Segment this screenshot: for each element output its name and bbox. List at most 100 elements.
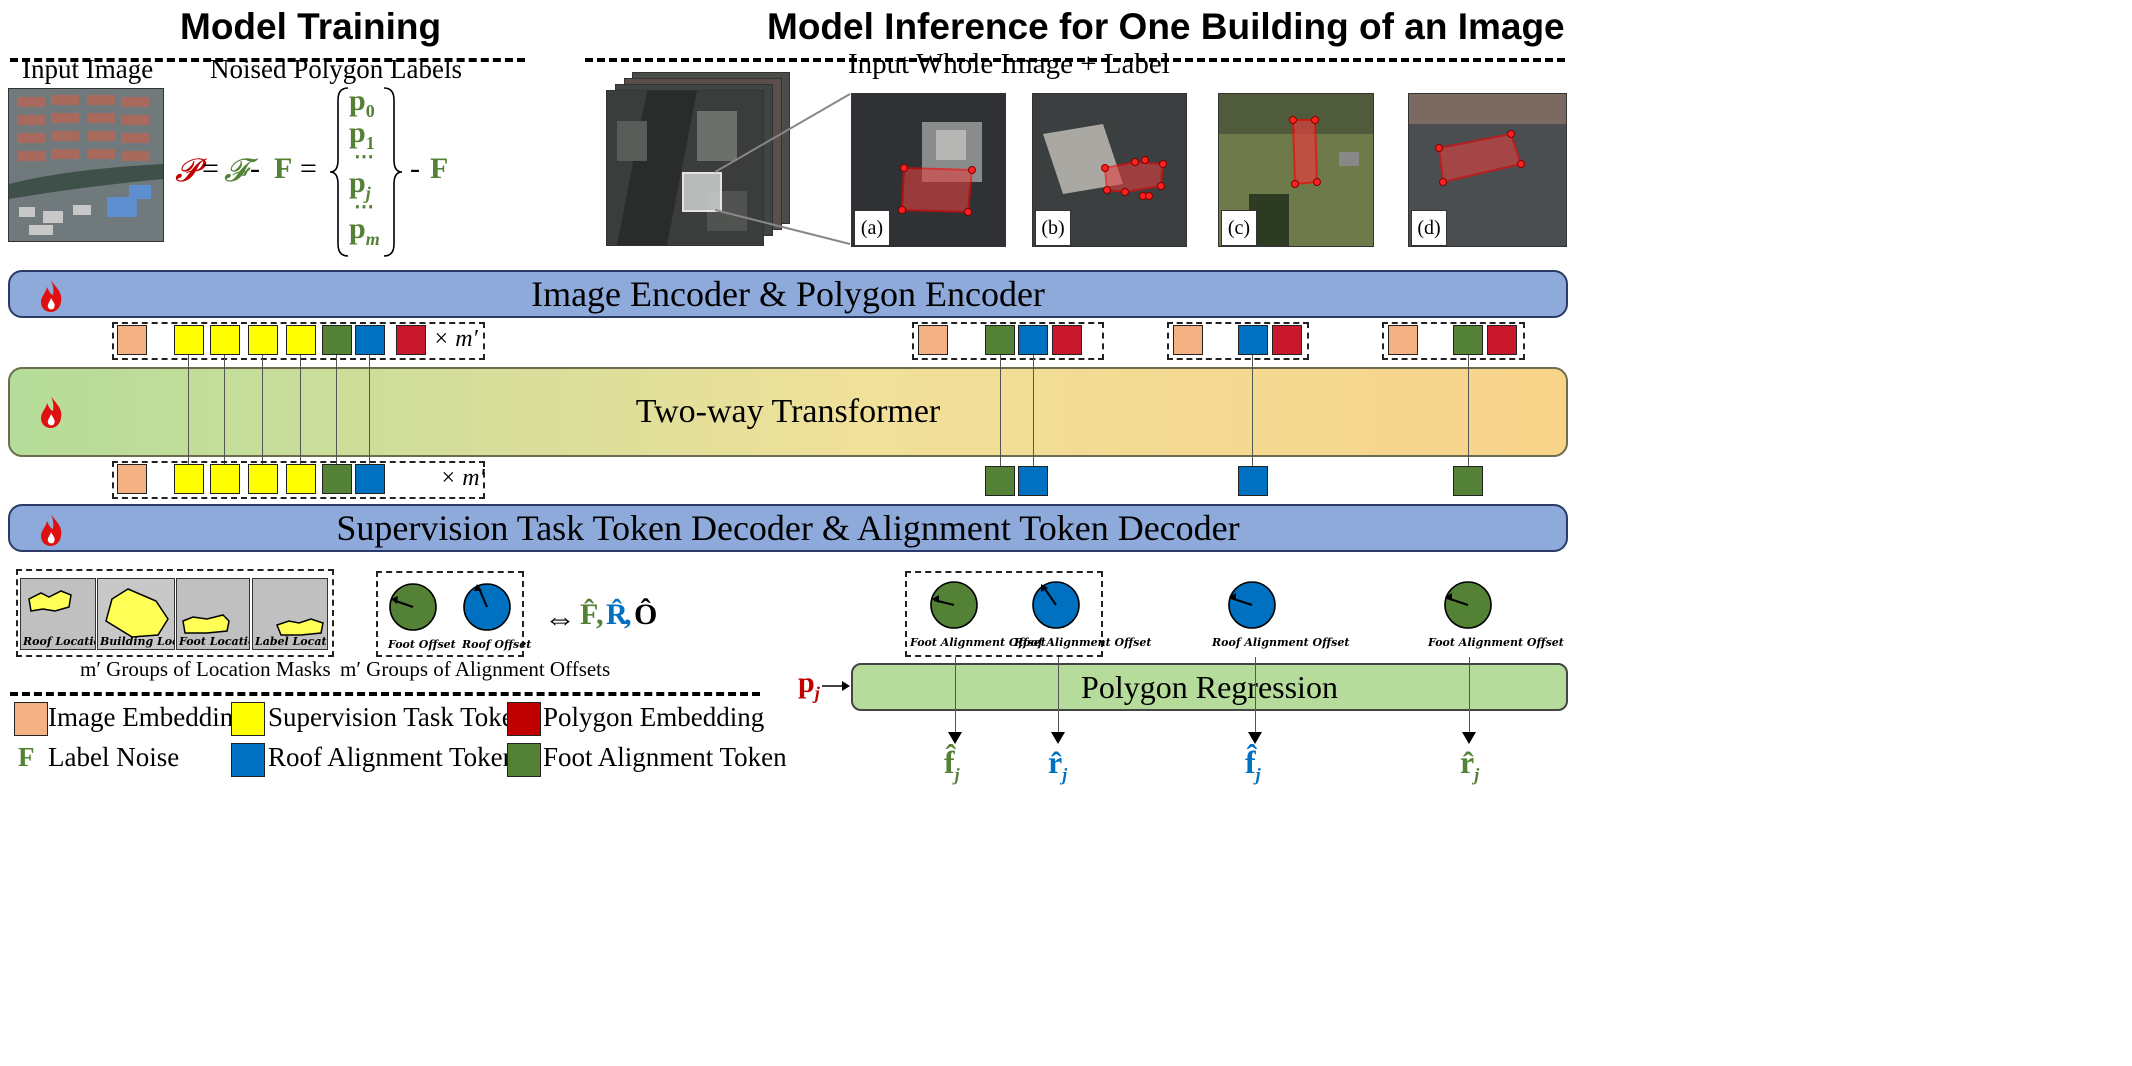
decoder-bar-label: Supervision Task Token Decoder & Alignme… — [336, 508, 1240, 548]
training-heading-divider — [10, 58, 525, 62]
alignment-offsets-group — [376, 571, 524, 657]
offset-connector — [1469, 657, 1470, 737]
token-connector — [300, 355, 301, 465]
inference-token-group-b — [1167, 322, 1309, 360]
offset-connector — [1058, 657, 1059, 737]
foot-alignment-offset-icon — [1444, 581, 1492, 629]
training-aerial-photo — [9, 89, 163, 241]
roof-alignment-offset-icon — [1032, 581, 1080, 629]
panel-c-image: (c) — [1218, 93, 1374, 247]
token-connector — [336, 355, 337, 465]
token-connector — [1000, 355, 1001, 467]
transformer-bar-label: Two-way Transformer — [635, 393, 941, 430]
building-location-shape — [98, 579, 174, 649]
supervision-task-token — [248, 464, 278, 494]
panel-b-image: (b) — [1032, 93, 1187, 247]
token-connector — [369, 355, 370, 465]
times-m-prime-top: × m′ — [433, 326, 478, 352]
inference-input-label: Input Whole Image + Label — [848, 48, 1170, 80]
encoder-bar-label: Image Encoder & Polygon Encoder — [531, 274, 1045, 314]
foot-alignment-offset-label: Foot Alignment Offset — [1428, 636, 1564, 649]
regression-input-arrow — [822, 681, 850, 691]
eq-minus-2: - — [410, 152, 420, 185]
output-f-hat-j: f̂j — [944, 744, 960, 785]
foot-alignment-offset-label: Foot Alignment Offset — [910, 636, 1046, 649]
image-polygon-encoder-bar: Image Encoder & Polygon Encoder — [8, 270, 1568, 318]
foot-alignment-token — [1453, 466, 1483, 496]
roof-alignment-offset-label: Roof Alignment Offset — [1014, 636, 1152, 649]
roof-alignment-token — [1238, 325, 1268, 355]
legend-foot-alignment-label: Foot Alignment Token — [543, 742, 787, 772]
r-hat-symbol: R̂ — [606, 598, 628, 631]
legend-image-embedding-swatch — [14, 702, 48, 736]
panel-a-label: (a) — [854, 210, 890, 246]
eq-F-2: F — [430, 152, 449, 185]
equivalence-symbol: ⇔ — [544, 600, 576, 636]
inference-token-group-a — [912, 322, 1104, 360]
inference-offsets-group — [905, 571, 1103, 657]
supervision-task-token — [210, 464, 240, 494]
legend-label-noise-symbol: F — [18, 742, 35, 772]
legend-polygon-embedding-swatch — [507, 702, 541, 736]
vector-pm: pm — [349, 212, 380, 249]
inference-token-group-c — [1382, 322, 1525, 360]
polygon-regression-bar: Polygon Regression — [851, 663, 1568, 711]
image-embedding-token — [1388, 325, 1418, 355]
panel-d-label: (d) — [1411, 210, 1447, 246]
foot-alignment-token — [322, 464, 352, 494]
foot-alignment-token — [322, 325, 352, 355]
vector-dots-1: ⋯ — [354, 146, 374, 168]
token-connector — [188, 355, 189, 465]
inference-heading-divider — [585, 58, 1565, 62]
label-location-mask: Label Location — [252, 578, 328, 650]
legend-roof-alignment-swatch — [231, 743, 265, 777]
token-connector — [262, 355, 263, 465]
supervision-task-token — [286, 325, 316, 355]
legend-roof-alignment-label: Roof Alignment Token — [268, 742, 517, 772]
supervision-task-token — [286, 464, 316, 494]
image-embedding-token — [1173, 325, 1203, 355]
polygon-embedding-token — [396, 325, 426, 355]
output-arrowhead — [948, 732, 962, 744]
supervision-task-token — [210, 325, 240, 355]
label-location-shape — [253, 579, 327, 649]
inference-aerial-photo — [607, 91, 763, 245]
legend-polygon-embedding-label: Polygon Embedding — [543, 702, 765, 732]
inference-heading: Model Inference for One Building of an I… — [767, 6, 1565, 47]
roof-alignment-offset-icon — [1228, 581, 1276, 629]
offset-connector — [955, 657, 956, 737]
supervision-task-token — [248, 325, 278, 355]
legend-divider — [10, 692, 760, 696]
eq-equals-2: = — [300, 152, 317, 185]
polygon-embedding-token — [1487, 325, 1517, 355]
flame-icon — [41, 514, 62, 546]
token-connector — [1033, 355, 1034, 467]
training-token-group-top — [112, 322, 485, 360]
noised-polygon-labels-label: Noised Polygon Labels — [210, 54, 462, 84]
image-embedding-token — [117, 464, 147, 494]
supervision-task-token — [174, 325, 204, 355]
label-location-label: Label Location — [255, 635, 327, 648]
foot-alignment-token — [1453, 325, 1483, 355]
output-f-hat-j: f̂j — [1245, 744, 1261, 785]
roof-offset-label: Roof Offset — [462, 638, 532, 651]
eq-equals-1: = — [202, 152, 219, 185]
output-arrowhead — [1462, 732, 1476, 744]
training-heading: Model Training — [180, 6, 442, 47]
vector-p1: p1 — [349, 116, 375, 153]
input-image-label: Input Image — [22, 54, 154, 84]
legend-foot-alignment-swatch — [507, 743, 541, 777]
panel-d-image: (d) — [1408, 93, 1567, 247]
eq-minus-1: - — [250, 152, 260, 185]
roof-location-label: Roof Location — [23, 635, 95, 648]
output-arrowhead — [1051, 732, 1065, 744]
token-decoder-bar: Supervision Task Token Decoder & Alignme… — [8, 504, 1568, 552]
roof-location-mask: Roof Location — [20, 578, 96, 650]
foot-location-label: Foot Location — [179, 635, 249, 648]
token-connector — [1468, 355, 1469, 467]
building-location-label: Building Location — [100, 635, 174, 648]
two-way-transformer-bar: Two-way Transformer — [8, 367, 1568, 457]
roof-offset-icon — [463, 583, 511, 631]
times-m-prime-bottom: × m′ — [440, 465, 485, 491]
panel-b-label: (b) — [1035, 210, 1071, 246]
